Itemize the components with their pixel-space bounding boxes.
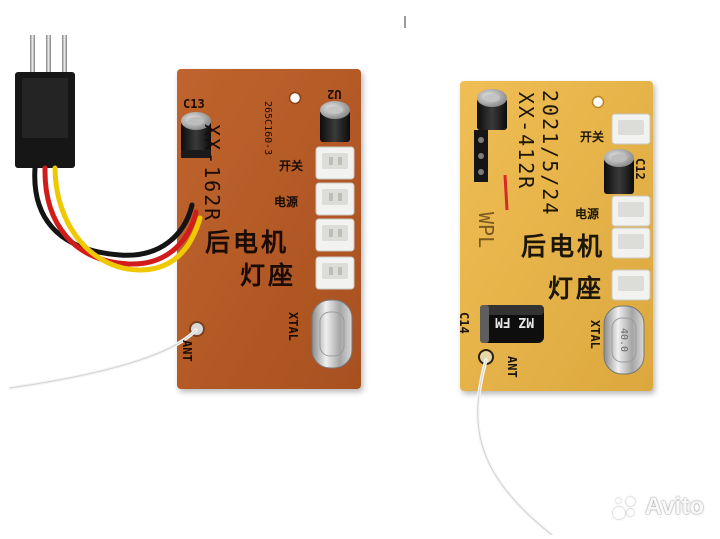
left-power-label: 电源 — [274, 195, 299, 209]
left-mount-hole — [288, 91, 302, 105]
right-ant-label: ANT — [505, 356, 519, 378]
avito-watermark-text: Avito — [644, 493, 704, 520]
right-capacitor-c14 — [480, 305, 544, 343]
right-capacitor-c12 — [604, 149, 634, 194]
left-connector-rear — [315, 218, 355, 252]
right-connector-switch — [611, 113, 651, 145]
left-switch-label: 开关 — [279, 159, 304, 173]
black-wire — [32, 165, 195, 258]
left-board — [177, 69, 361, 389]
left-connectors — [315, 146, 355, 290]
yellow-wire — [52, 165, 203, 273]
left-part-code: 265C160-3 — [262, 101, 273, 156]
left-antenna-wire — [8, 328, 198, 390]
avito-watermark: Avito — [611, 493, 704, 521]
avito-logo-icon — [611, 493, 639, 521]
left-wiring — [8, 35, 203, 390]
right-mount-hole — [591, 95, 605, 109]
left-crystal — [311, 299, 353, 369]
left-light-socket-text: 灯座 — [240, 261, 297, 290]
right-power-label: 电源 — [575, 207, 600, 221]
right-crystal-marking: 40.0 — [618, 328, 629, 353]
right-connector-rear — [611, 227, 651, 259]
right-light-socket-text: 灯座 — [548, 274, 605, 303]
left-connector-switch — [315, 146, 355, 180]
left-rear-motor-text: 后电机 — [205, 228, 290, 257]
red-wire — [42, 165, 199, 267]
right-rear-motor-text: 后电机 — [521, 232, 606, 261]
right-connectors — [611, 113, 651, 301]
right-c14-label: C14 — [457, 312, 471, 334]
left-ant-label: ANT — [180, 340, 194, 362]
left-model-text: XX-162R — [200, 124, 224, 223]
right-capacitor-marking: MZ FM — [495, 314, 535, 329]
right-crystal — [603, 305, 645, 375]
stray-mark — [404, 16, 406, 28]
right-connector-light — [611, 269, 651, 301]
right-connector-power — [611, 195, 651, 227]
left-capacitor-u2 — [320, 101, 350, 142]
right-brand-text: WPL — [474, 212, 498, 249]
right-date-text: 2021/5/24 — [538, 90, 562, 217]
left-connector-light — [315, 256, 355, 290]
right-c12-label: C12 — [633, 158, 647, 180]
right-switch-label: 开关 — [580, 130, 605, 144]
right-capacitor-top — [477, 89, 507, 130]
right-red-mark — [503, 174, 509, 211]
right-model-text: XX-412R — [514, 92, 538, 191]
left-connector-power — [315, 182, 355, 216]
left-xtal-label: XTAL — [286, 312, 300, 341]
right-xtal-label: XTAL — [588, 320, 602, 349]
left-c13-label: C13 — [183, 97, 205, 111]
right-board — [460, 81, 653, 391]
left-u2-label: U2 — [327, 87, 342, 101]
left-capacitor-c13 — [181, 112, 211, 158]
right-pin-header — [474, 130, 488, 182]
